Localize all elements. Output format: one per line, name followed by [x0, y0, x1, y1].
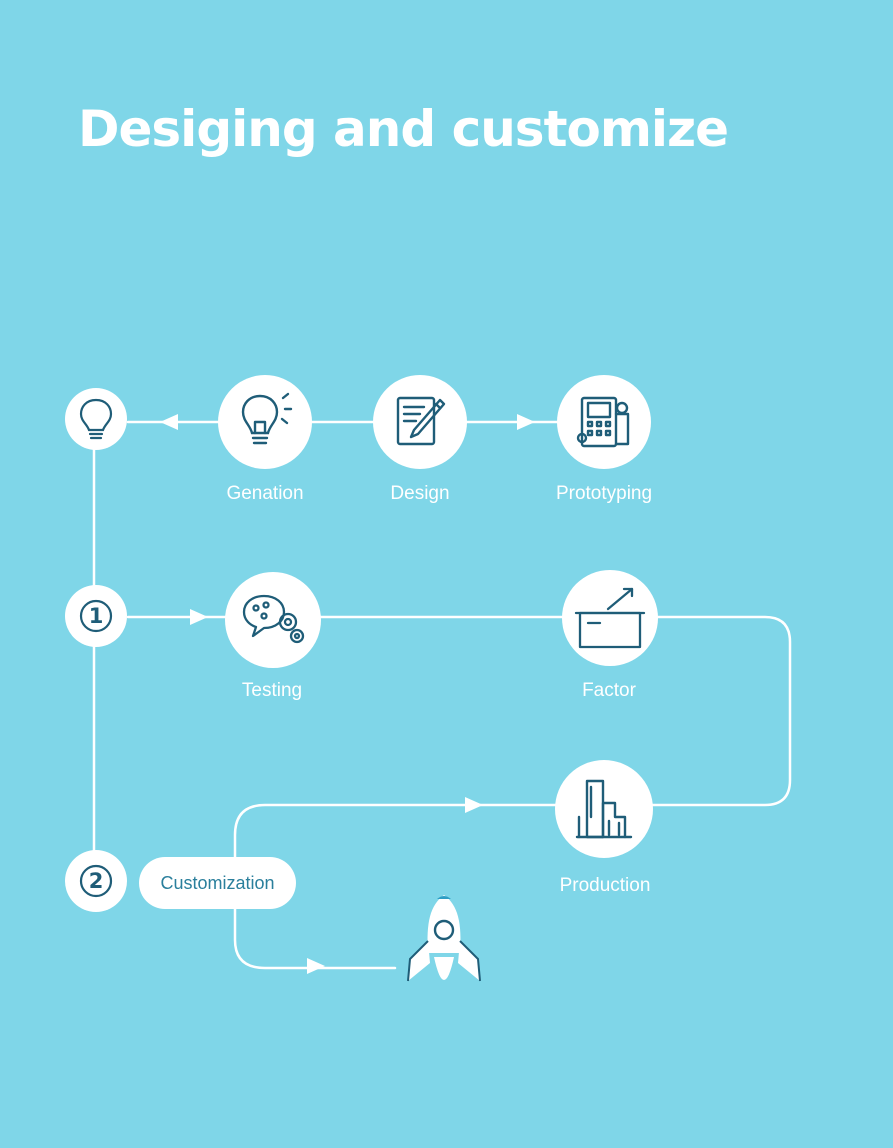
pencil-paper-icon	[396, 396, 446, 446]
chat-gears-icon	[242, 594, 305, 644]
prototyping-label: Prototyping	[555, 483, 653, 504]
design-label: Design	[390, 483, 450, 504]
production-node[interactable]	[555, 760, 653, 858]
idea-node[interactable]	[65, 388, 127, 450]
testing-label: Testing	[241, 680, 303, 701]
arrow-right-production	[465, 797, 483, 813]
customization-pill[interactable]: Customization	[139, 857, 296, 909]
arrow-left-genation	[160, 414, 178, 430]
loop-connector	[233, 615, 792, 970]
genation-node[interactable]	[218, 375, 312, 469]
numbered-circle-icon	[79, 599, 113, 633]
factor-box-icon	[574, 587, 646, 649]
arrow-right-prototyping	[517, 414, 535, 430]
arrow-right-rocket	[307, 958, 325, 974]
building-icon	[575, 779, 633, 839]
step-marker-2[interactable]: 2	[65, 850, 127, 912]
step-marker-2-number: 2	[88, 869, 104, 893]
design-node[interactable]	[373, 375, 467, 469]
numbered-circle-icon	[79, 864, 113, 898]
factor-node[interactable]	[562, 570, 658, 666]
lightbulb-icon	[79, 398, 113, 440]
testing-node[interactable]	[225, 572, 321, 668]
prototyping-node[interactable]	[557, 375, 651, 469]
genation-label: Genation	[226, 483, 304, 504]
lightbulb-spark-icon	[241, 392, 293, 445]
step-marker-1[interactable]: 1	[65, 585, 127, 647]
page-title: Desiging and customize	[78, 100, 729, 158]
factor-label: Factor	[582, 680, 636, 701]
step-marker-1-number: 1	[88, 604, 104, 628]
production-label: Production	[559, 875, 651, 896]
prototype-device-icon	[576, 396, 630, 448]
arrow-right-testing	[190, 609, 208, 625]
